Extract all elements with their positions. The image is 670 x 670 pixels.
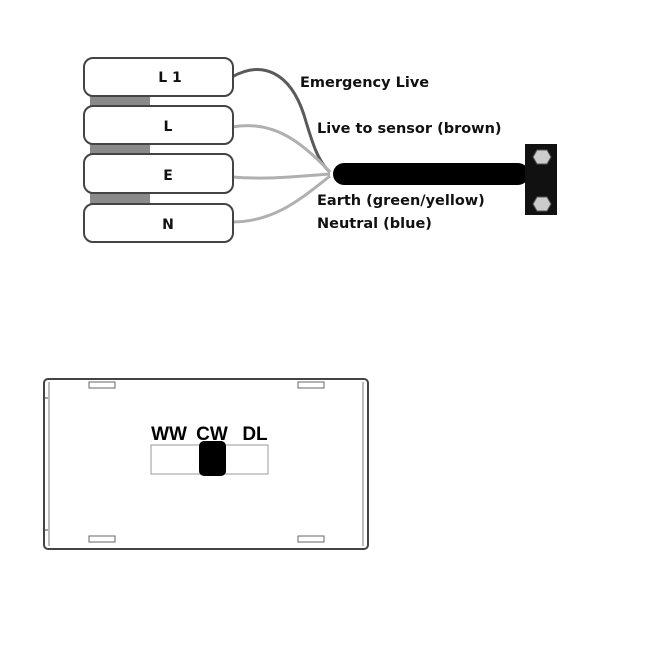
- clamp-screw-icon: [533, 197, 551, 211]
- label-emergency-live: Emergency Live: [300, 75, 429, 91]
- cct-switch-housing: WW CW DL: [44, 379, 368, 549]
- terminal-label: E: [163, 168, 173, 184]
- terminal-block: E: [84, 154, 233, 193]
- label-neutral: Neutral (blue): [317, 216, 432, 232]
- slide-switch-knob[interactable]: [199, 441, 226, 476]
- terminal-label: N: [162, 217, 174, 233]
- terminal-label: L 1: [158, 70, 182, 86]
- terminal-l: [84, 106, 233, 144]
- terminal-divider: [90, 193, 150, 204]
- terminal-block: N: [84, 204, 233, 242]
- cable-clamp: [525, 144, 557, 215]
- label-live-to-sensor: Live to sensor (brown): [317, 121, 502, 137]
- terminal-block: L: [84, 106, 233, 144]
- terminal-n: [84, 204, 233, 242]
- terminal-divider: [90, 96, 150, 106]
- terminal-e: [84, 154, 233, 193]
- wiring-diagram: L 1 L E N Emergency Live Live to sensor …: [84, 58, 557, 242]
- clamp-screw-icon: [533, 150, 551, 164]
- switch-label-ww: WW: [151, 424, 187, 445]
- switch-label-dl: DL: [242, 424, 268, 445]
- wire-earth: [232, 174, 330, 178]
- cable: [333, 163, 529, 185]
- terminal-label: L: [164, 119, 173, 135]
- label-earth: Earth (green/yellow): [317, 193, 485, 209]
- wire-neutral: [232, 176, 330, 222]
- terminal-block: L 1: [84, 58, 233, 96]
- terminal-divider: [90, 144, 150, 154]
